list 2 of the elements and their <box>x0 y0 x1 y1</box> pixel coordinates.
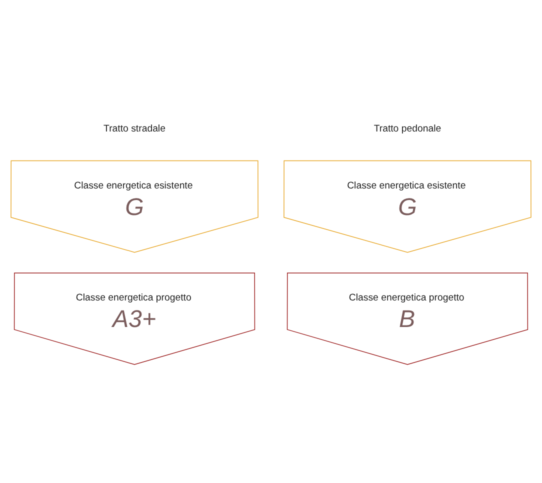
label: Tratto stradale <box>104 124 166 135</box>
label: Tratto pedonale <box>374 124 442 135</box>
